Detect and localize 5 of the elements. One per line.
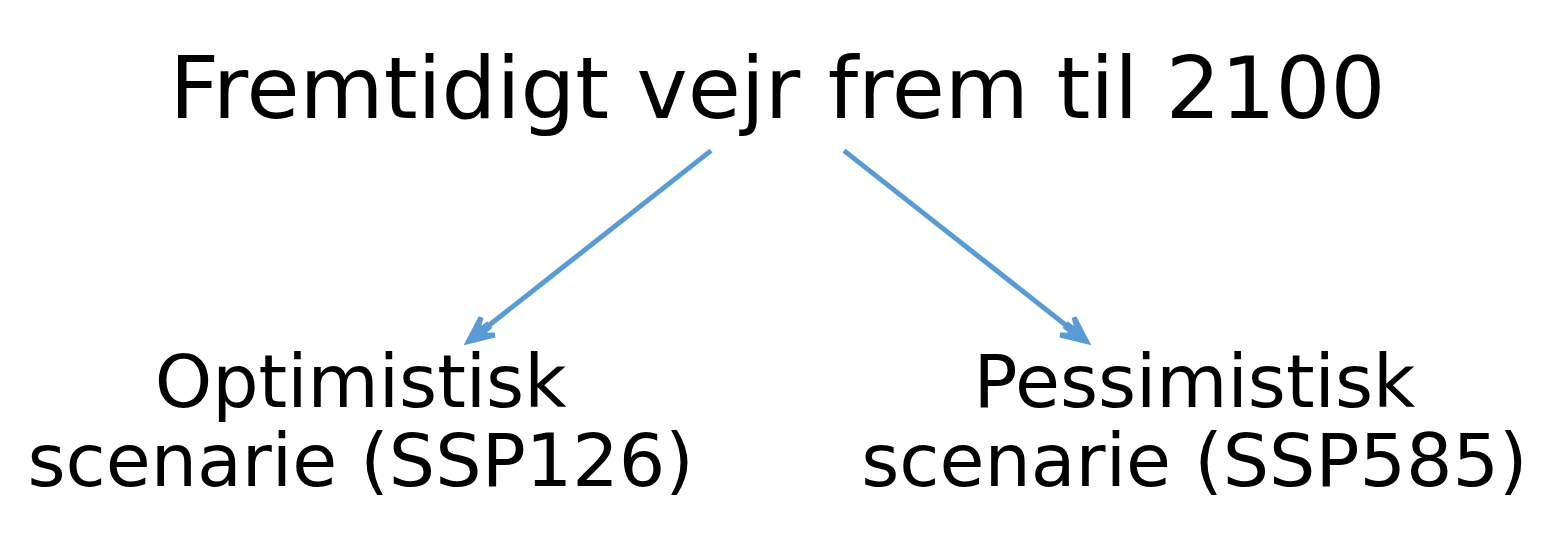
node-text: Optimistisk scenarie (SSP126) [27, 338, 694, 503]
arrow [465, 148, 713, 344]
node-text: Fremtidigt vejr frem til 2100 [169, 37, 1386, 138]
node-text: Pessimistisk scenarie (SSP585) [861, 338, 1528, 503]
arrow [842, 148, 1090, 344]
